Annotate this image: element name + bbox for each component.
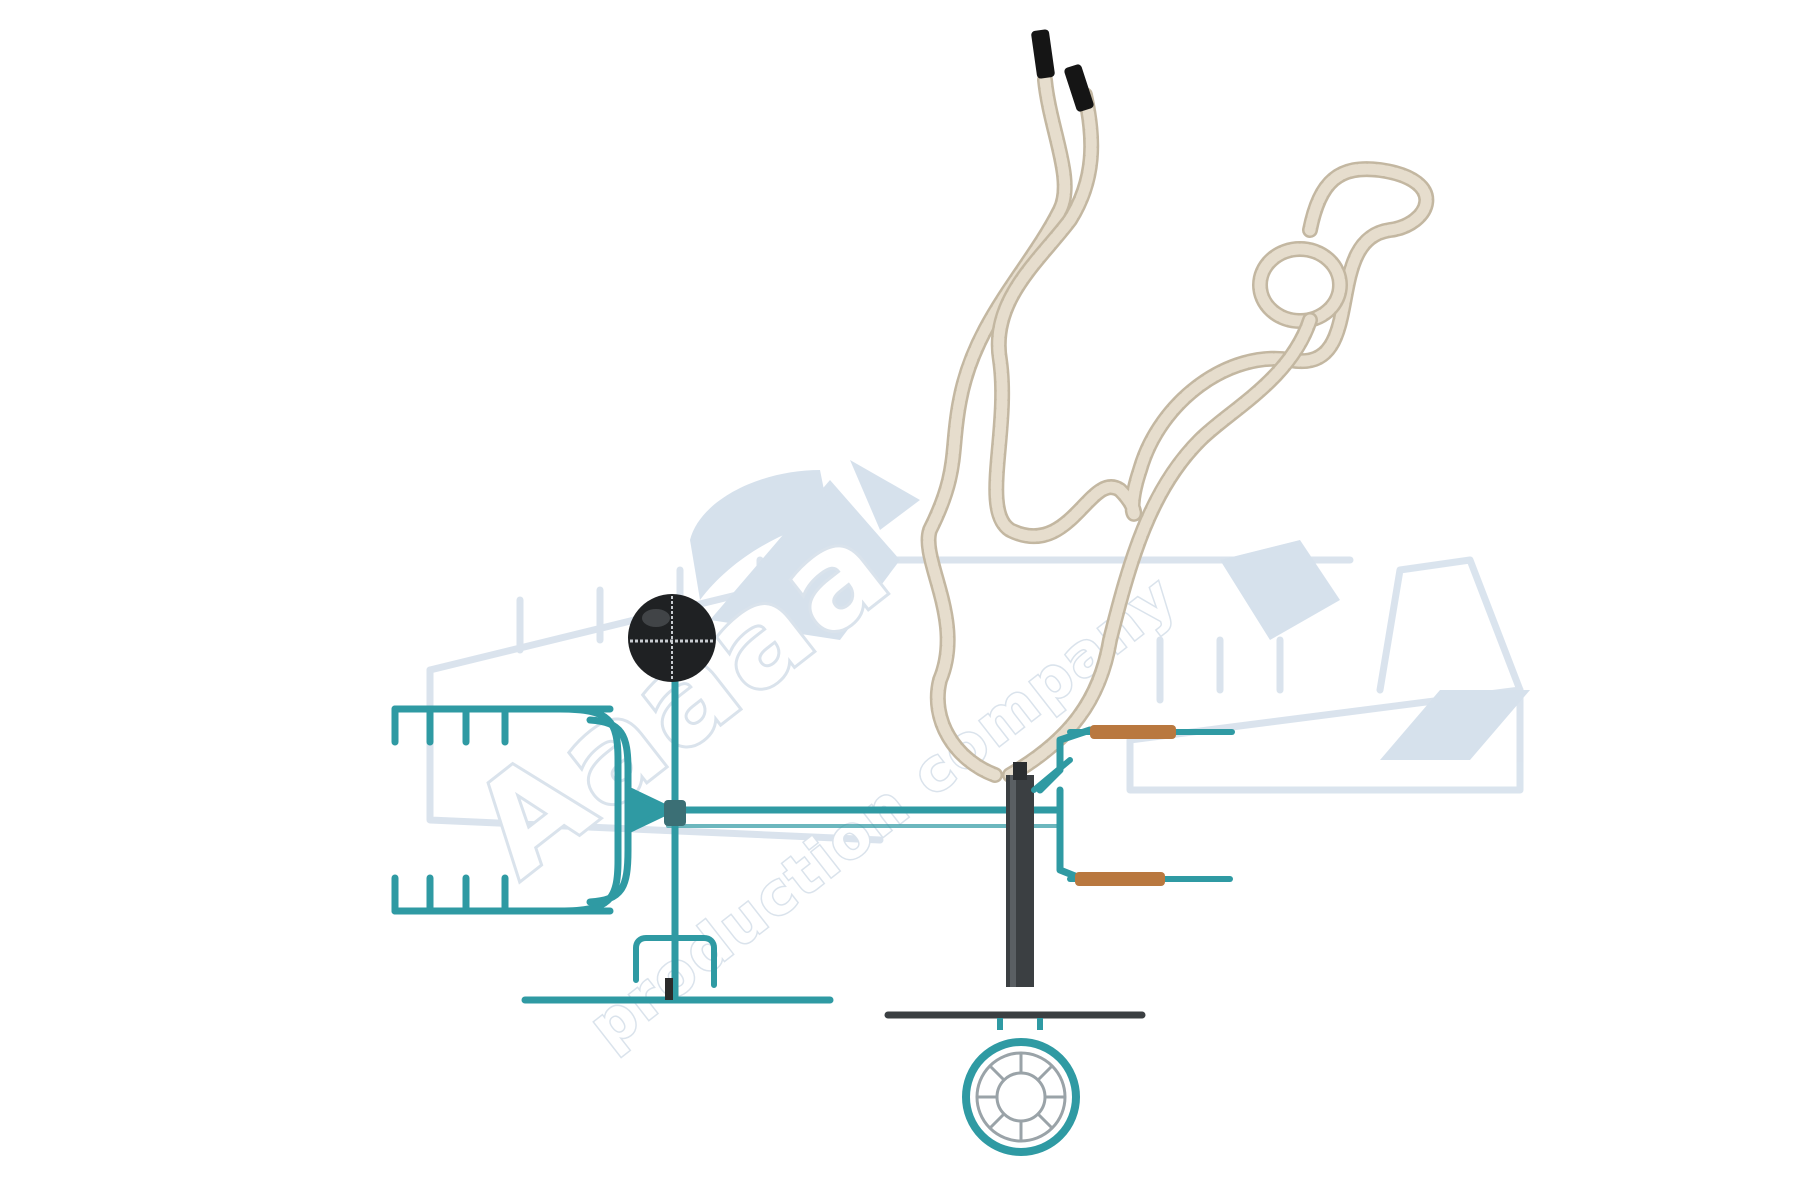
right-post <box>884 725 1235 1019</box>
left-rack <box>391 705 674 915</box>
basketball-hoop-icon <box>962 1018 1080 1156</box>
wood-handle-icon <box>1067 725 1235 739</box>
connector-clamp-icon <box>664 800 686 826</box>
black-ball-icon <box>628 594 716 682</box>
watermark-frame-icon <box>426 556 1524 844</box>
wood-handle-icon <box>1067 872 1233 886</box>
climbing-rope-icon <box>920 29 1435 783</box>
watermark-shape-icon <box>690 460 1530 760</box>
center-frame <box>521 646 1064 1004</box>
